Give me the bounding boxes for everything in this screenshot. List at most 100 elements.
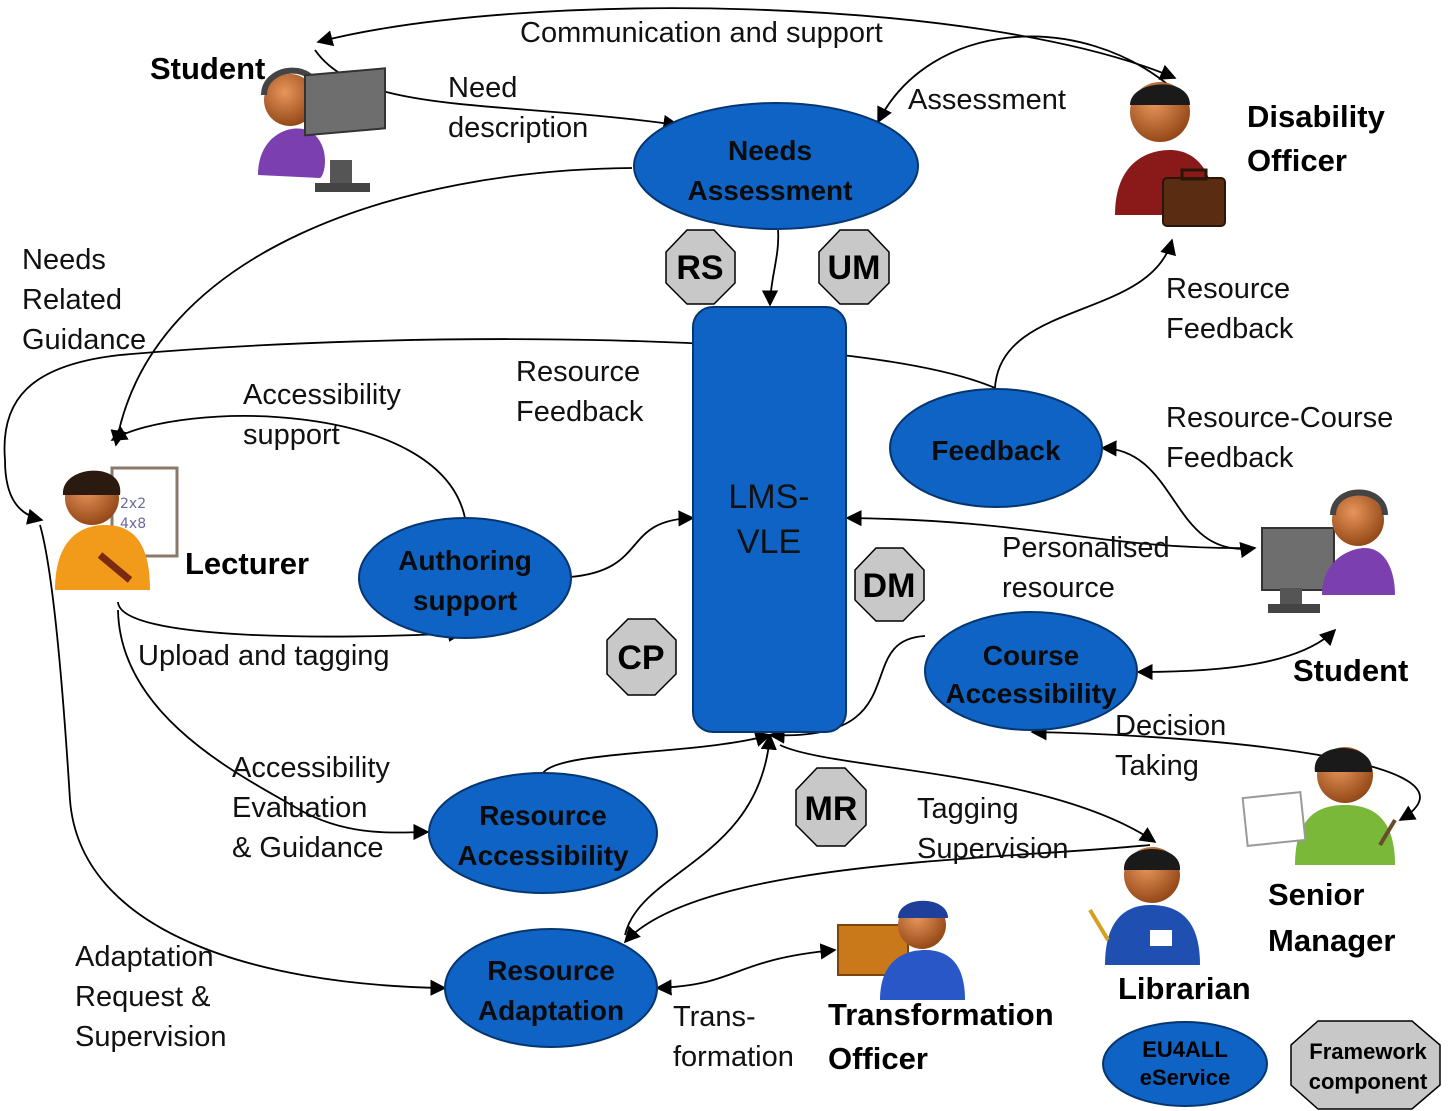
student-top-icon (258, 67, 386, 192)
label-upload-tagging: Upload and tagging (138, 640, 390, 672)
label-transformation-1: Trans- (673, 1001, 756, 1033)
rs-label: RS (676, 249, 723, 287)
legend-eservice: EU4ALL eService (1102, 1021, 1268, 1107)
senior-manager-icon (1241, 747, 1397, 865)
service-resource-accessibility: Resource Accessibility (428, 772, 658, 894)
edge-librarian-adaptation (623, 844, 1151, 944)
label-resource-feedback-left-2: Feedback (516, 396, 644, 428)
dm-label: DM (863, 567, 916, 605)
needs-assessment-label-1: Needs (728, 135, 812, 166)
component-mr: MR (795, 767, 867, 847)
label-resource-feedback-do-2: Feedback (1166, 313, 1294, 345)
label-needs-guidance-3: Guidance (22, 324, 146, 356)
edge-resource-feedback-do (994, 238, 1176, 389)
actor-lecturer: Lecturer (185, 546, 309, 581)
label-personalised-resource-1: Personalised (1002, 532, 1170, 564)
edge-needs-related-guidance (110, 167, 633, 447)
label-decision-taking-1: Decision (1115, 710, 1226, 742)
edge-resource-course-feedback (1100, 440, 1257, 559)
authoring-label-2: support (413, 585, 517, 616)
resource-accessibility-label-1: Resource (479, 800, 607, 831)
resource-adaptation-label-2: Adaptation (478, 995, 624, 1026)
label-adaptation-request-3: Supervision (75, 1021, 227, 1053)
label-accessibility-evaluation-2: Evaluation (232, 792, 367, 824)
lms-label-1: LMS- (728, 478, 809, 516)
svg-text:2x2: 2x2 (120, 496, 146, 512)
feedback-label: Feedback (931, 435, 1061, 466)
edge-course-acc-student (1136, 628, 1337, 681)
service-resource-adaptation: Resource Adaptation (444, 928, 658, 1048)
label-communication-support: Communication and support (520, 17, 883, 49)
component-dm: DM (854, 547, 925, 622)
service-course-accessibility: Course Accessibility (924, 611, 1138, 731)
label-tagging-supervision-2: Supervision (917, 833, 1069, 865)
label-resource-course-feedback-1: Resource-Course (1166, 402, 1393, 434)
lecturer-icon: 2x2 4x8 (55, 466, 179, 590)
course-accessibility-label-1: Course (983, 640, 1079, 671)
component-cp: CP (606, 618, 677, 696)
label-adaptation-request-2: Request & (75, 981, 210, 1013)
service-feedback: Feedback (889, 388, 1103, 508)
label-resource-feedback-do-1: Resource (1166, 273, 1290, 305)
label-need-description-1: Need (448, 72, 517, 104)
svg-text:4x8: 4x8 (120, 516, 146, 532)
edge-transformation (655, 943, 837, 996)
label-transformation-2: formation (673, 1041, 794, 1073)
edge-accessibility-support (110, 415, 466, 519)
actor-senior-manager-2: Manager (1268, 923, 1395, 958)
edge-adaptation-lms (624, 733, 777, 936)
resource-adaptation-label-1: Resource (487, 955, 615, 986)
actor-student-right: Student (1293, 653, 1408, 688)
authoring-label-1: Authoring (398, 545, 532, 576)
edge-assessment (877, 35, 1173, 124)
label-resource-course-feedback-2: Feedback (1166, 442, 1294, 474)
label-needs-guidance-2: Related (22, 284, 122, 316)
legend-framework-label-1: Framework (1309, 1039, 1427, 1064)
label-decision-taking-2: Taking (1115, 750, 1199, 782)
transformation-officer-icon (837, 900, 965, 1000)
label-adaptation-request-1: Adaptation (75, 941, 214, 973)
service-needs-assessment: Needs Assessment (633, 102, 919, 230)
label-resource-feedback-left-1: Resource (516, 356, 640, 388)
mr-label: MR (805, 790, 858, 828)
um-label: UM (828, 249, 881, 287)
actor-disability-officer-2: Officer (1247, 143, 1347, 178)
label-accessibility-evaluation-1: Accessibility (232, 752, 390, 784)
librarian-icon (1088, 847, 1200, 965)
lms-label-2: VLE (737, 523, 801, 561)
actor-transformation-officer-2: Officer (828, 1041, 928, 1076)
edge-tagging-supervision (779, 744, 1157, 843)
edge-personalised-resource (845, 510, 1256, 549)
student-right-icon (1261, 489, 1395, 613)
cp-label: CP (617, 639, 664, 677)
course-accessibility-label-2: Accessibility (945, 678, 1117, 709)
legend-eservice-label-2: eService (1140, 1065, 1231, 1090)
service-authoring-support: Authoring support (358, 517, 572, 639)
edge-accessibility-evaluation (117, 609, 430, 841)
needs-assessment-label-2: Assessment (688, 175, 853, 206)
label-accessibility-evaluation-3: & Guidance (232, 832, 384, 864)
label-personalised-resource-2: resource (1002, 572, 1115, 604)
label-tagging-supervision-1: Tagging (917, 793, 1019, 825)
label-need-description-2: description (448, 112, 588, 144)
legend-eservice-label-1: EU4ALL (1142, 1037, 1228, 1062)
edge-upload-tagging (117, 601, 465, 642)
component-um: UM (818, 229, 890, 305)
resource-accessibility-label-2: Accessibility (457, 840, 629, 871)
actor-senior-manager-1: Senior (1268, 877, 1364, 912)
edge-authoring-to-lms (569, 510, 695, 578)
edge-resacc-to-lms (542, 731, 772, 774)
actor-librarian: Librarian (1118, 971, 1251, 1006)
edge-decision-taking (1030, 724, 1421, 821)
disability-officer-icon (1115, 82, 1226, 227)
label-accessibility-support-2: support (243, 419, 340, 451)
label-needs-guidance-1: Needs (22, 244, 106, 276)
edge-communication-support (316, 7, 1177, 80)
component-rs: RS (665, 229, 736, 305)
edge-na-to-lms (761, 229, 780, 307)
actor-transformation-officer-1: Transformation (828, 997, 1054, 1032)
actor-student-top: Student (150, 51, 265, 86)
label-accessibility-support-1: Accessibility (243, 379, 401, 411)
